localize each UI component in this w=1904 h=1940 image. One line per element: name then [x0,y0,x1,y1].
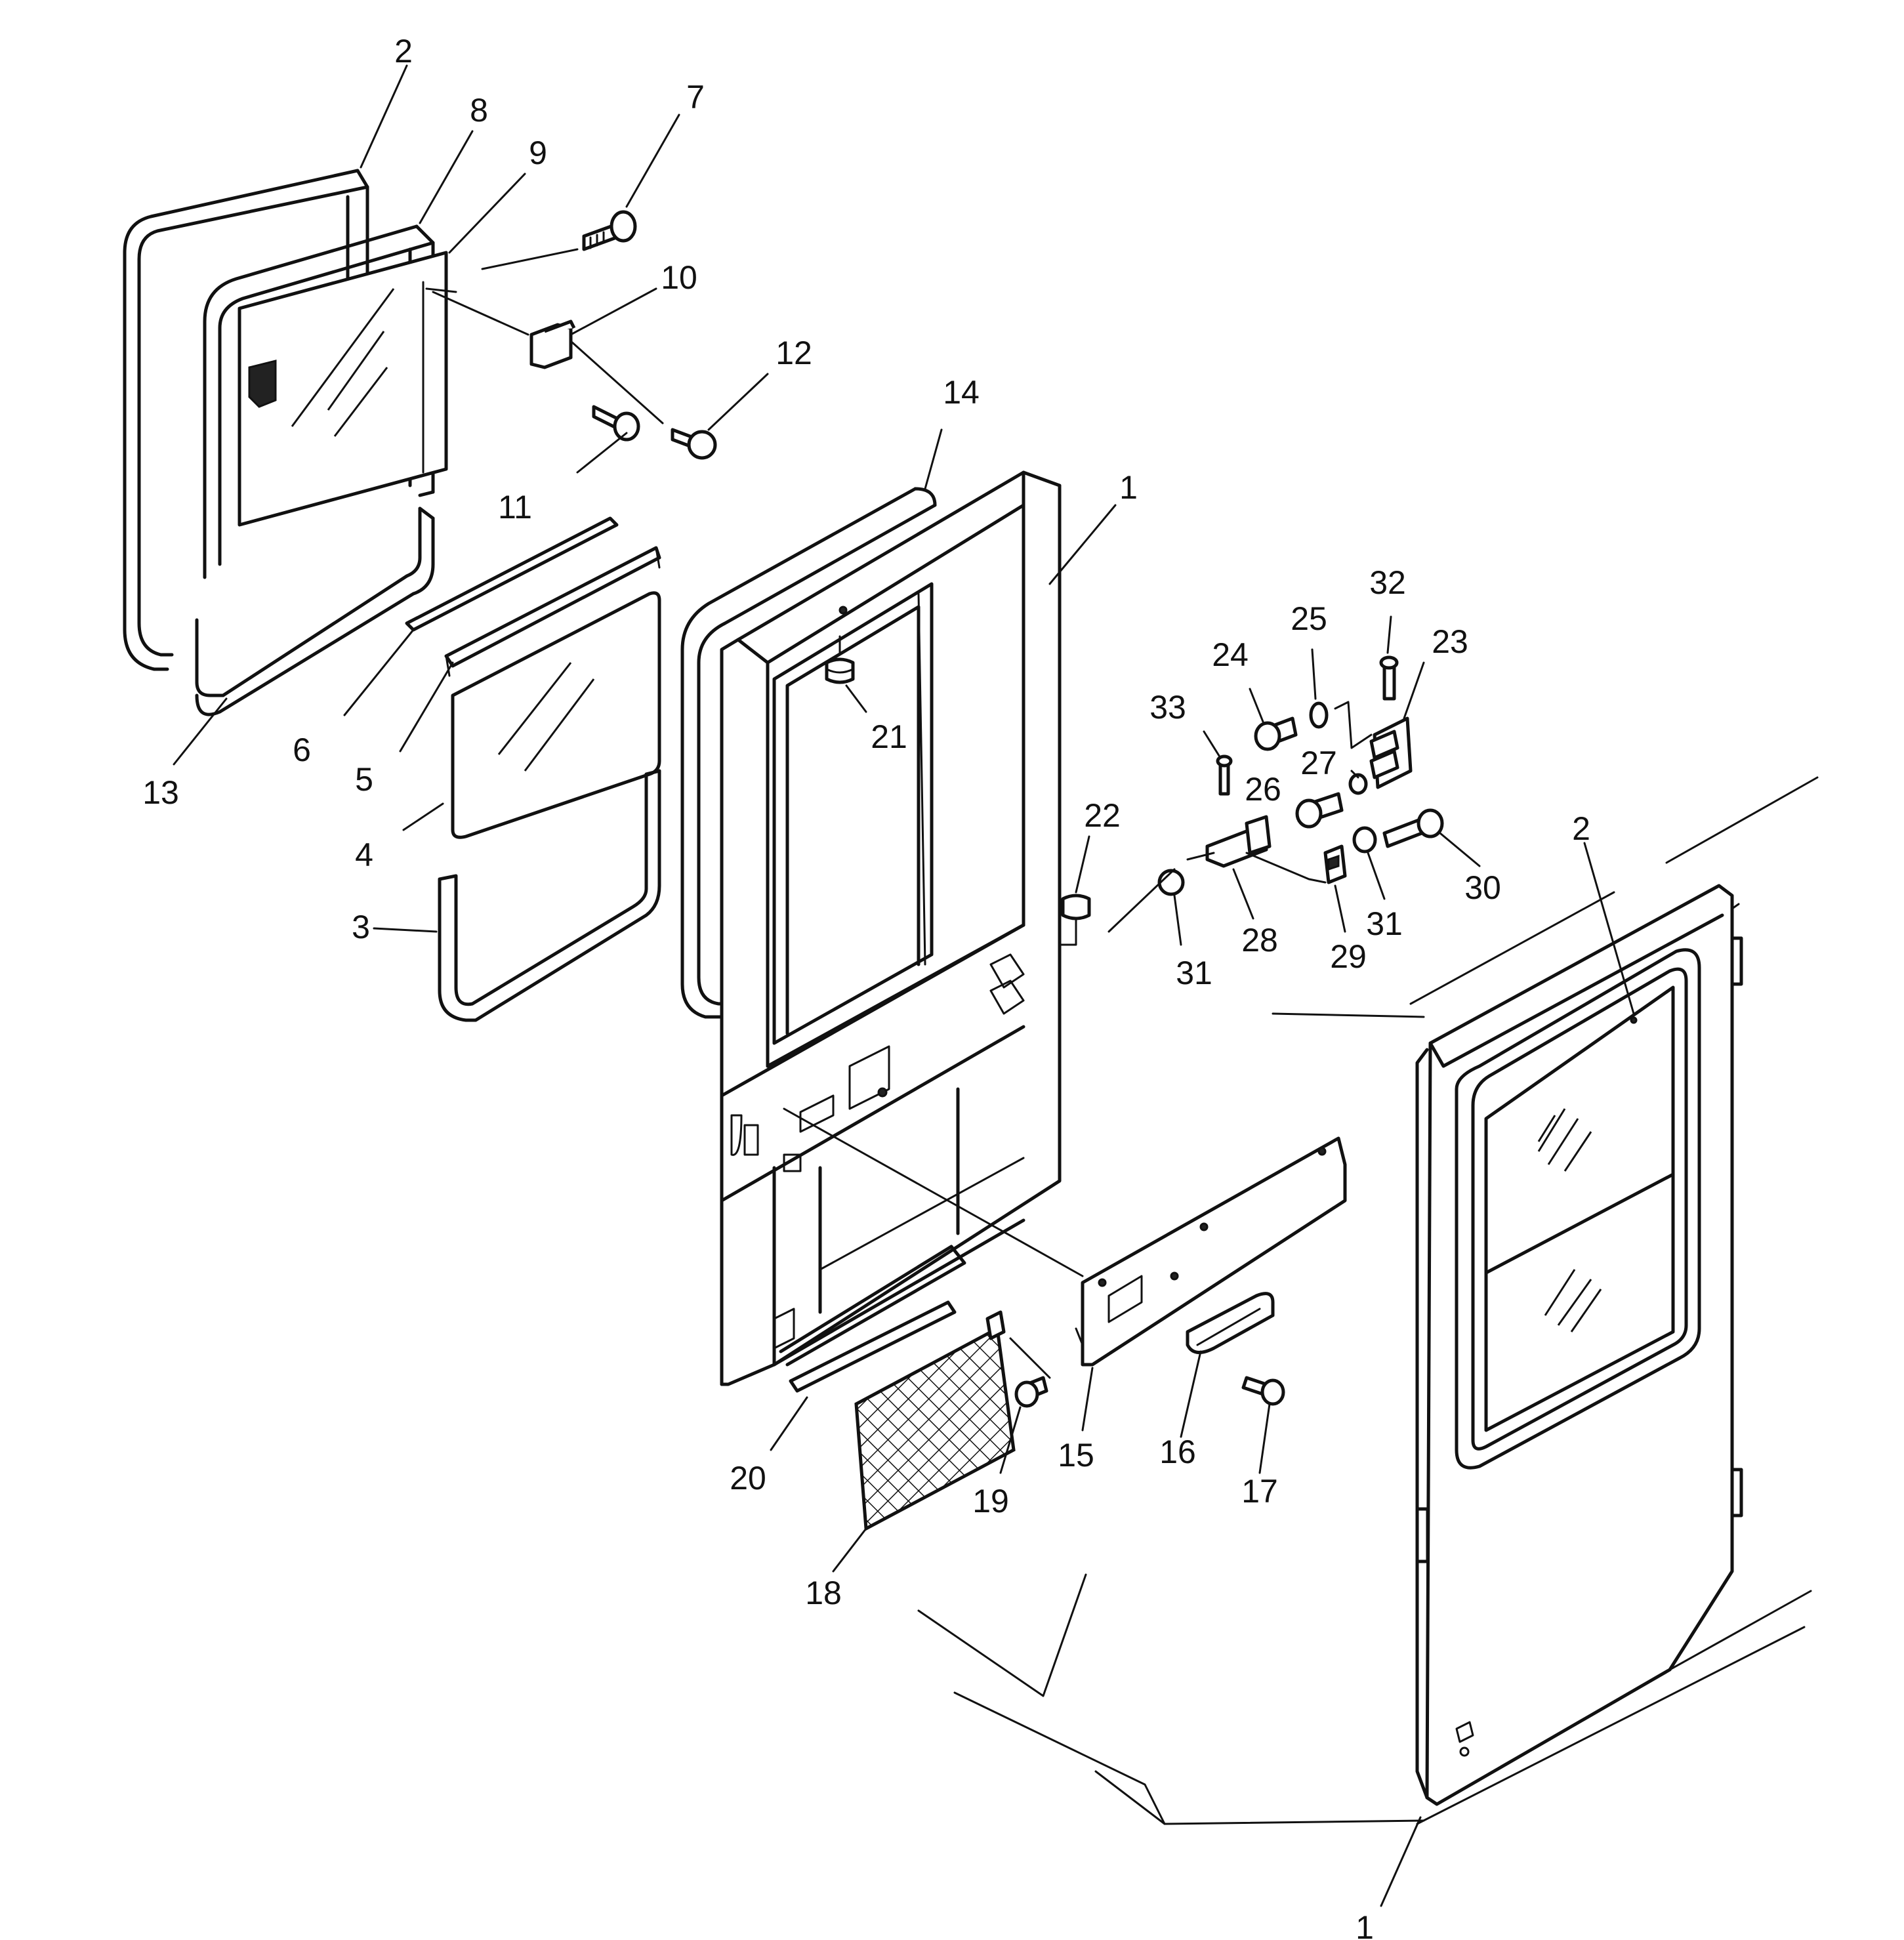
callout-9: 9 [529,134,547,171]
handle-16 [1186,1292,1275,1354]
callout-29: 29 [1330,938,1367,975]
bolt-19 [1009,1337,1051,1408]
pin-11 [592,405,640,442]
bolt-7 [582,210,637,251]
callout-22: 22 [1084,797,1121,834]
rail-6 [405,516,619,632]
callout-12: 12 [776,335,812,371]
bolt-17 [1241,1376,1285,1406]
callout-15: 15 [1058,1437,1094,1474]
door-seal-14 [680,487,937,1019]
lock-28 [1186,815,1327,884]
bolt-30 [1382,808,1444,848]
washer-25 [1309,701,1373,749]
callout-24: 24 [1212,636,1249,673]
latch-bracket-10 [432,248,664,424]
leader-lines [173,64,1635,1907]
callout-5: 5 [355,761,373,798]
cushion-22 [1058,894,1091,946]
channel-5 [444,546,661,677]
net-18 [854,1310,1016,1532]
callout-23: 23 [1432,623,1468,660]
lower-seal-3 [438,769,661,1022]
lock-plate-23 [1369,716,1413,789]
callout-13: 13 [142,774,179,811]
callout-17: 17 [1241,1473,1278,1510]
screw-33 [1216,754,1233,796]
callout-16: 16 [1159,1434,1196,1470]
callout-33: 33 [1149,689,1186,726]
callout-1-upper: 1 [1119,469,1138,506]
callout-2-lower: 2 [1572,810,1590,847]
callout-18: 18 [805,1575,842,1611]
callout-19: 19 [972,1483,1009,1519]
assembled-door [1415,884,1743,1806]
callout-11: 11 [498,489,532,526]
callout-3: 3 [352,909,370,945]
cab-outline [917,776,1819,1825]
callout-7: 7 [686,79,705,115]
bolt-26 [1295,792,1344,829]
trim-panel-15 [783,1107,1347,1367]
callout-30: 30 [1464,869,1501,906]
callout-2-upper: 2 [394,33,413,70]
lower-glass-4 [451,591,661,839]
bolt-24 [1254,716,1298,751]
callout-20: 20 [730,1460,766,1496]
cushion-21 [825,635,855,684]
callout-14: 14 [943,374,980,411]
callout-10: 10 [661,259,697,296]
nut-31-right [1352,826,1377,854]
callout-27: 27 [1300,745,1337,781]
callout-8: 8 [470,92,488,129]
upper-glass [238,251,457,527]
callout-25: 25 [1291,600,1327,637]
callout-32: 32 [1369,564,1406,601]
callout-labels: 2 8 7 9 10 12 14 11 1 6 5 13 21 4 3 32 2… [142,33,1590,1940]
rail-20 [789,1300,957,1393]
inner-door-frame [720,470,1062,1386]
lock-parts-29 [1323,844,1347,884]
callout-26: 26 [1245,771,1281,808]
callout-1-lower: 1 [1356,1909,1374,1940]
callout-31-left: 31 [1176,955,1212,991]
callout-28: 28 [1241,922,1278,959]
callout-31-right: 31 [1366,905,1403,942]
washer-27 [1348,773,1368,795]
screw-32 [1379,655,1399,701]
callout-6: 6 [293,732,311,768]
nut-31-left [1107,868,1185,933]
bolt-12 [671,428,717,460]
callout-21: 21 [871,718,907,755]
callout-4: 4 [355,836,373,873]
lower-u-seal [195,506,435,716]
